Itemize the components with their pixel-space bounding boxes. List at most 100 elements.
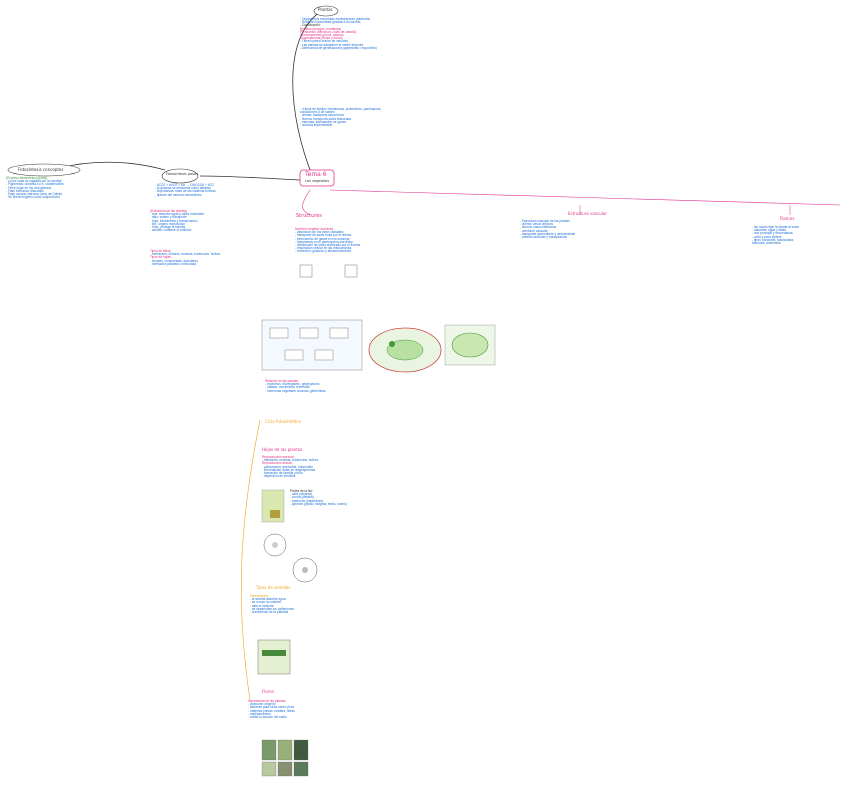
root-diagram (299, 264, 358, 278)
top-node-label[interactable]: Plantas (318, 7, 333, 12)
center-note-line: - absorción por los pelos radicales (295, 230, 344, 235)
lower-node-1-label[interactable]: Ciclo fotosintético (265, 419, 301, 424)
vascular-3d-body (257, 639, 291, 675)
process-step-4 (284, 349, 304, 361)
cycle-diagram (263, 533, 287, 557)
mid-note-line: - semilla: contiene el embrión (150, 228, 192, 233)
mid-note-2-line: - herbáceos, leñosos, rizomas, tubérculo… (150, 252, 221, 257)
center-note-2-line: - nastias: movimiento reversible (265, 385, 310, 390)
bottom-notes: Importancia de las plantas: - producen o… (248, 699, 295, 720)
lower-node-2-label[interactable]: Hojas de las plantas (262, 447, 303, 452)
top-note-line: Pteridofitos (helechos, colas de caballo… (300, 29, 357, 34)
left-note-line: - Tiene lugar en los cloroplastos (6, 185, 52, 190)
central-node-label[interactable]: Tema 6 (305, 171, 327, 178)
connector-central-right (329, 189, 841, 206)
mid-notes: (Estructura de las plantas) - raíz: abso… (150, 209, 204, 233)
center-note-2-line: - tropismos: fototropismo, geotropismo (265, 382, 320, 387)
central-node-box (299, 169, 335, 187)
cell-diagram (368, 327, 442, 373)
center-notes-5: Germinación: - la semilla absorbe agua -… (250, 594, 294, 615)
left-node-2-ellipse[interactable] (161, 168, 199, 184)
bottom-note-line: Importancia de las plantas: (248, 699, 287, 703)
left-node-2-label[interactable]: Fotosíntesis pasos (166, 172, 198, 176)
root-diagram-box-2 (344, 264, 358, 278)
right-note-line: - cambium vascular (520, 228, 548, 233)
top-note-line: - Tienen pared celular de celulosa (300, 39, 348, 44)
left-note-line: - La luz solar es captada por la clorofi… (6, 179, 62, 184)
left-node-1-label[interactable]: Fotosíntesis conceptos (18, 167, 64, 172)
center-notes: Nutrición vegetal: autótrofa - absorción… (295, 227, 360, 254)
mid-note-line: - fruto: protege la semilla (150, 225, 186, 230)
central-node-sublabel: Los vegetales (305, 179, 330, 183)
process-step-3 (329, 327, 349, 339)
top-note-2-line: - xilema: transporta savia bruta (300, 113, 344, 118)
center-note-line: - transporte de savia bruta por el xilem… (295, 233, 352, 238)
flower-cycle-diagram (292, 557, 318, 583)
process-step-2 (299, 327, 319, 339)
center-note-line: - excreción: gutación y almacenamiento (295, 249, 352, 254)
mid-note-line: - hoja: fotosíntesis y transpiración (150, 218, 198, 223)
center-note-5-line: Germinación: (250, 594, 269, 598)
mid-note-2-line: - simples, compuestas, aciculares (150, 258, 198, 263)
left-note-2-line: - 6CO2 + 6H2O + luz → C6H12O6 + 6O2 (155, 183, 214, 187)
top-note-2-line: - floema: transporta savia elaborada (300, 116, 352, 121)
right-node-2-label[interactable]: Raíces (780, 217, 795, 222)
center-note-line: - intercambio de gases en los estomas (295, 236, 350, 241)
top-note-line: Gimnospermas (pinos, abetos) (300, 33, 344, 38)
left-note-line: - Fase luminosa: tilacoides (6, 188, 44, 193)
leaf-thumb (261, 489, 285, 523)
center-note-5-line: - se desarrollan los cotiledones (250, 606, 294, 611)
left-notes: (Proceso fotosintético global) - La luz … (6, 176, 64, 199)
top-note-line: - Realizan fotosíntesis gracias a la clo… (300, 20, 361, 25)
top-note-line: - Organismos eucariotas multicelulares a… (300, 17, 371, 21)
left-note-line: - Fase oscura: estroma (ciclo de Calvin) (6, 192, 63, 197)
top-note-2-line: - 4 tipos de tejidos: meristemos, protec… (300, 107, 382, 111)
center-note-5-line: - crecimiento de la plántula (250, 610, 289, 615)
central-node[interactable] (299, 169, 335, 187)
bottom-note-line: - medicamentos (248, 711, 271, 716)
right-note-2-line: - absorben agua y sales (752, 228, 787, 233)
center-note-4-line: Partes de la flor: (290, 489, 314, 493)
center-note-line: - fotosíntesis en el parénquima clorofíl… (295, 239, 353, 244)
cell-diagram-dot (389, 341, 395, 347)
top-note-2-line: - estomas: intercambio de gases (300, 119, 347, 124)
lower-node-4-label[interactable]: Flores (262, 689, 274, 694)
center-note-2-line: Relación en las plantas: (265, 379, 299, 383)
center-note-5-line: - se rompe la cubierta (250, 600, 281, 605)
left-note-2-line: - fijación del carbono atmosférico (155, 192, 202, 197)
vascular-3d-diagram (257, 639, 291, 675)
top-note-line: - Alternancia de generaciones (gametofit… (300, 45, 377, 50)
process-diagram (261, 319, 363, 371)
mid-note-line: - flor: órgano reproductor (150, 221, 186, 226)
top-notes-2: - 4 tipos de tejidos: meristemos, protec… (300, 107, 382, 127)
plant-photo-5 (277, 761, 293, 777)
center-note-4-line: - gineceo (pistilo: estigma, estilo, ova… (290, 501, 347, 506)
mid-node-label[interactable]: Structures (296, 213, 322, 219)
connector-lines (59, 11, 841, 701)
root-diagram-box (299, 264, 313, 278)
process-step-1 (269, 327, 289, 339)
bottom-note-line: - evitan la erosión del suelo (248, 715, 287, 720)
left-node-1-ellipse[interactable] (7, 163, 81, 177)
mid-note-line: - tallo: sostén y transporte (150, 215, 187, 220)
bottom-note-line: - materias primas: madera, fibras (248, 708, 295, 713)
left-note-line: (Proceso fotosintético global) (6, 176, 48, 180)
center-note-4-line: - corola (pétalos) (290, 495, 314, 500)
mid-note-line: (Estructura de las plantas) (150, 209, 188, 213)
center-note-5-line: - la semilla absorbe agua (250, 597, 286, 602)
right-node-1-label[interactable]: Estructura vascular (568, 211, 607, 216)
connector-central-top (292, 11, 321, 176)
lower-node-3-label[interactable]: Tipos de semillas (256, 585, 291, 590)
right-note-line: - xilema: vasos leñosos (520, 222, 554, 227)
mid-notes-2: Tipos de tallos: - herbáceos, leñosos, r… (150, 249, 221, 266)
left-note-line: - Pigmentos: clorofila a y b, carotenoid… (6, 182, 64, 187)
plant-photo-3 (293, 739, 309, 761)
left-note-2-line: - importancia: base de las cadenas trófi… (155, 189, 216, 194)
right-note-line: - transporte ascendente y descendente (520, 231, 576, 236)
right-note-2-line: - raíz principal y secundarias (752, 231, 793, 236)
center-note-3-line: Reproducción sexual: (262, 461, 293, 466)
top-node-ellipse[interactable] (313, 5, 339, 17)
vascular-3d-layer (262, 650, 286, 656)
right-note-2-line: tuberosa, adventicia (752, 241, 781, 246)
cell-diagram-core (386, 339, 424, 361)
